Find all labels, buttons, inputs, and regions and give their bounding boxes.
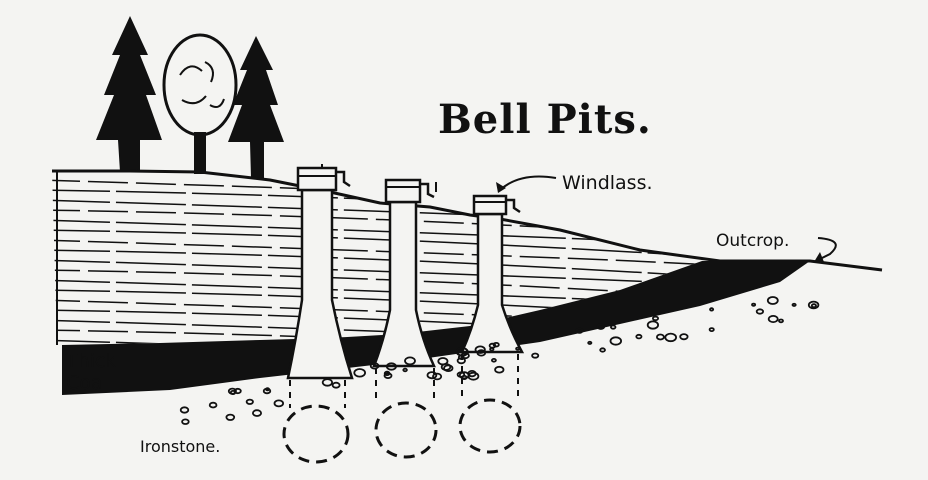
outcrop-arrow <box>817 237 837 261</box>
ironstone-cavity-2 <box>374 401 438 459</box>
ground-surface <box>52 169 883 272</box>
coal-seam <box>62 261 810 395</box>
windlass-icon <box>472 194 521 216</box>
label-thick-coal: Thick Coal <box>66 350 116 394</box>
windlass-icon <box>384 178 437 204</box>
label-ironstone: Ironstone. <box>140 437 221 456</box>
bell-pit-2 <box>372 200 436 368</box>
ironstone-cavity-1 <box>282 404 350 464</box>
deciduous-tree-icon <box>162 33 238 174</box>
label-coal: Coal <box>66 372 108 394</box>
windlass-arrow <box>499 175 557 191</box>
windlass-icon <box>296 164 351 192</box>
label-thick: Thick <box>66 350 117 372</box>
conifer-tree-icon <box>228 36 284 178</box>
label-windlass: Windlass. <box>562 172 653 194</box>
conifer-tree-icon <box>96 16 162 172</box>
ironstone-cavity-3 <box>458 398 522 454</box>
label-outcrop: Outcrop. <box>716 231 790 251</box>
bell-pit-1 <box>286 188 354 380</box>
ironstone-nodules <box>179 296 820 425</box>
shaft-extensions <box>289 354 519 408</box>
bell-pit-3 <box>460 212 525 354</box>
diagram-title: Bell Pits. <box>438 96 652 143</box>
